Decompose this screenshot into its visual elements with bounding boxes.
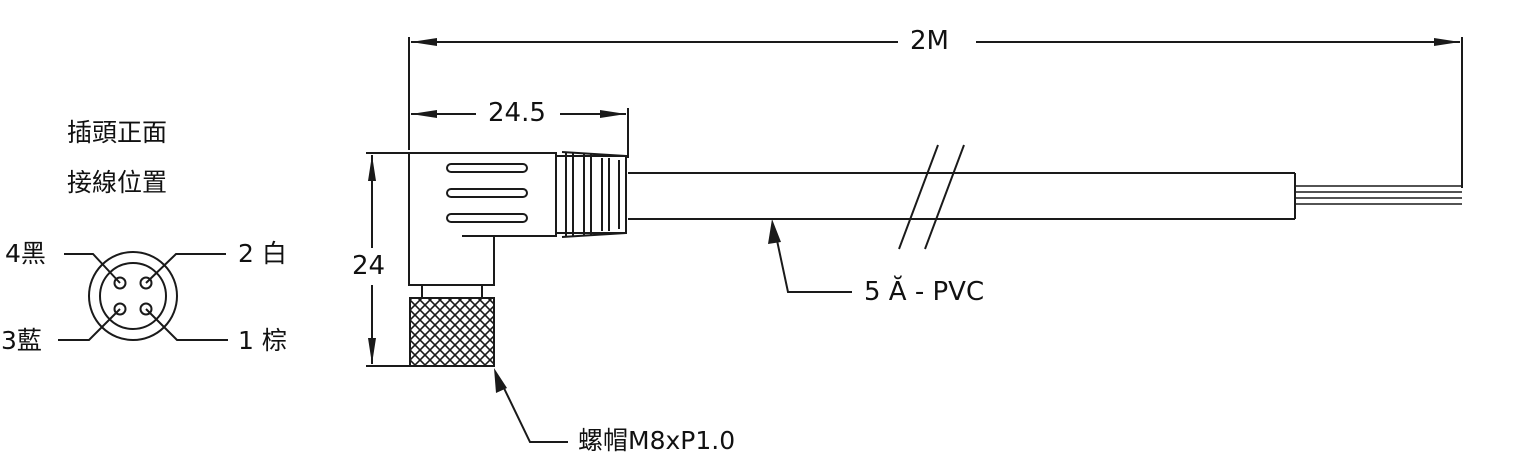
plug-face-title-line2: 接線位置 [67,168,168,197]
arrow-right [1434,38,1460,46]
pin-2 [141,278,152,289]
overall-length-label: 2M [910,26,949,56]
arrow-vert-top [368,155,376,181]
head-height-label: 24 [352,251,386,281]
pin-1-label: 1 棕 [238,326,287,355]
pin-4 [115,278,126,289]
break-mark-1 [899,145,938,249]
pin-2-label: 2 白 [238,239,287,268]
cable-leader-arrow [768,219,781,244]
plug-outer-ring [89,252,177,340]
pin-1 [141,304,152,315]
cable-leader-line [774,230,852,293]
plug-face-title-line1: 插頭正面 [67,118,168,147]
pin-3-label: 3藍 [1,326,42,355]
cable-callout-leader [768,219,852,293]
pin-4-label: 4黑 [5,239,46,268]
pin-3 [115,304,126,315]
arrow-head-right [600,110,626,118]
arrow-left [411,38,437,46]
nut-knurl [410,298,494,366]
pin-4-leader [64,253,121,284]
strain-relief [556,152,626,237]
nut-leader-line [500,381,568,443]
grip-slot-3 [447,214,527,222]
overall-length-dimension [409,37,1462,188]
cable [628,145,1462,249]
strain-cap-bottom [562,233,626,237]
nut-collar [422,285,482,298]
grip-slot-2 [447,189,527,197]
head-length-dimension [411,108,628,158]
nut-leader-arrow [494,368,507,393]
pin-1-leader [145,308,228,341]
arrow-vert-bottom [368,338,376,364]
strain-cap-top [562,152,626,156]
pin-2-leader [145,253,226,284]
nut-callout-leader [494,368,568,443]
plug-inner-ring [100,263,166,329]
head-height-dimension [366,153,410,366]
coupling-nut [410,285,494,366]
nut-spec-label: 螺帽M8xP1.0 [578,426,736,455]
connector-head [409,153,556,285]
plug-face-view [58,252,228,341]
break-mark-2 [925,145,964,249]
grip-slot-1 [447,164,527,172]
arrow-head-left [411,110,437,118]
pin-3-leader [58,308,121,341]
cable-spec-label: 5 Ă - PVC [864,277,985,307]
head-length-label: 24.5 [488,98,546,128]
